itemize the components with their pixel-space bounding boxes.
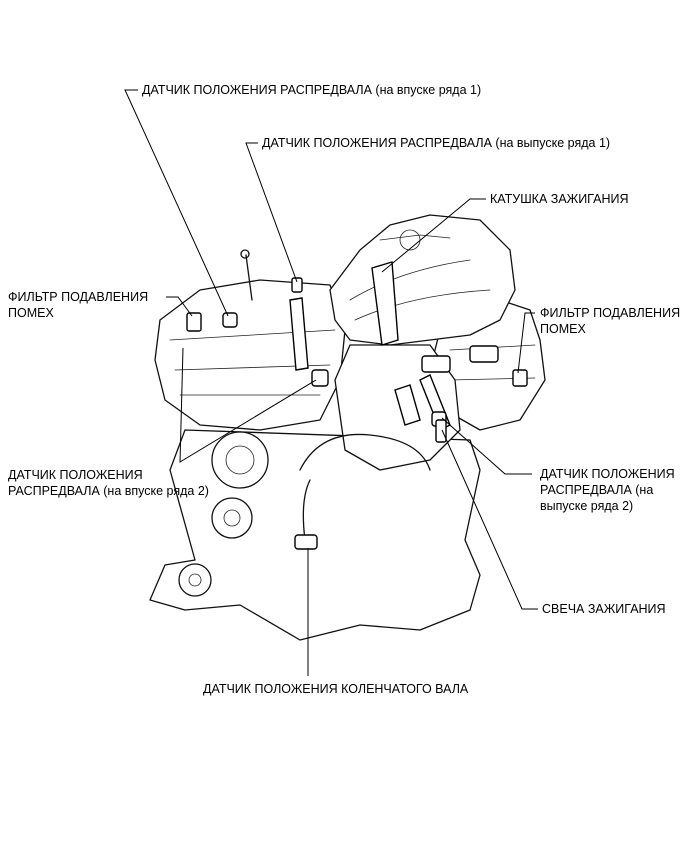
label-spark-plug: СВЕЧА ЗАЖИГАНИЯ (542, 602, 666, 616)
leader-spark-plug (441, 429, 538, 610)
leader-cam-exhaust-1 (245, 142, 298, 283)
spark-plug-part (435, 419, 447, 443)
label-noise-filter-left: ФИЛЬТР ПОДАВЛЕНИЯ ПОМЕХ (8, 290, 149, 320)
noise-filter-right-part (512, 369, 528, 387)
label-cam-exhaust-1: ДАТЧИК ПОЛОЖЕНИЯ РАСПРЕДВАЛА (на выпуске… (262, 136, 611, 150)
label-ignition-coil: КАТУШКА ЗАЖИГАНИЯ (490, 192, 629, 206)
ignition-coil-part-1 (371, 261, 399, 346)
leader-ignition-coil (381, 198, 486, 273)
noise-filter-left-part (186, 312, 202, 332)
label-crank-sensor: ДАТЧИК ПОЛОЖЕНИЯ КОЛЕНЧАТОГО ВАЛА (203, 682, 469, 696)
cam-intake-1-part (222, 312, 238, 328)
leader-noise-filter-left (166, 296, 193, 317)
crank-sensor-part (294, 534, 318, 550)
engine-block (149, 214, 546, 641)
cam-intake-2-part (311, 369, 329, 387)
ignition-coil-part-2 (289, 297, 309, 371)
leader-cam-intake-2 (179, 347, 317, 463)
leader-cam-exhaust-2 (441, 417, 532, 475)
ignition-coil-part-3 (394, 384, 421, 426)
label-cam-exhaust-2: ДАТЧИК ПОЛОЖЕНИЯ РАСПРЕДВАЛА (на выпуске… (540, 467, 675, 513)
label-cam-intake-2: ДАТЧИК ПОЛОЖЕНИЯ РАСПРЕДВАЛА (на впуске … (8, 468, 209, 498)
leader-cam-intake-1 (124, 89, 229, 317)
leader-noise-filter-right (517, 312, 535, 374)
label-noise-filter-right: ФИЛЬТР ПОДАВЛЕНИЯ ПОМЕХ (540, 306, 681, 336)
leader-lines (124, 89, 538, 676)
label-cam-intake-1: ДАТЧИК ПОЛОЖЕНИЯ РАСПРЕДВАЛА (на впуске … (142, 83, 482, 97)
cam-exhaust-1-part (291, 277, 303, 293)
